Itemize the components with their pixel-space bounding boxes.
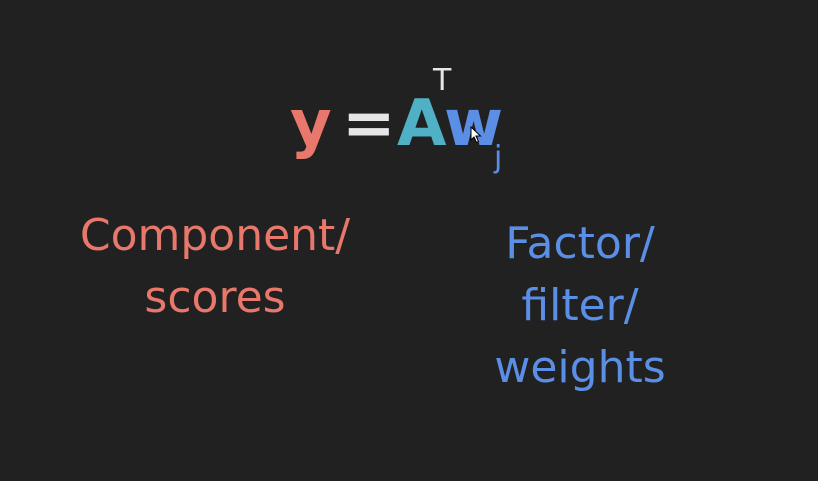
mouse-pointer-icon	[470, 126, 482, 144]
caption-right-line-2: filter/	[521, 280, 639, 331]
equation-equals-sign: =	[342, 87, 396, 161]
caption-right-line-1: Factor/	[505, 218, 655, 269]
equation-matrix-a: A	[397, 87, 447, 161]
caption-left-line-2: scores	[144, 272, 286, 323]
equation-subscript-j: j	[494, 140, 503, 175]
component-scores-caption: Component/ scores	[50, 205, 380, 329]
equation-lhs-y: y	[290, 87, 332, 161]
factor-filter-weights-caption: Factor/ filter/ weights	[445, 213, 715, 399]
caption-right-line-3: weights	[494, 342, 666, 393]
caption-left-line-1: Component/	[79, 210, 351, 261]
equation-transpose-superscript: T	[433, 63, 452, 98]
equation-vector-w: w	[444, 87, 504, 161]
